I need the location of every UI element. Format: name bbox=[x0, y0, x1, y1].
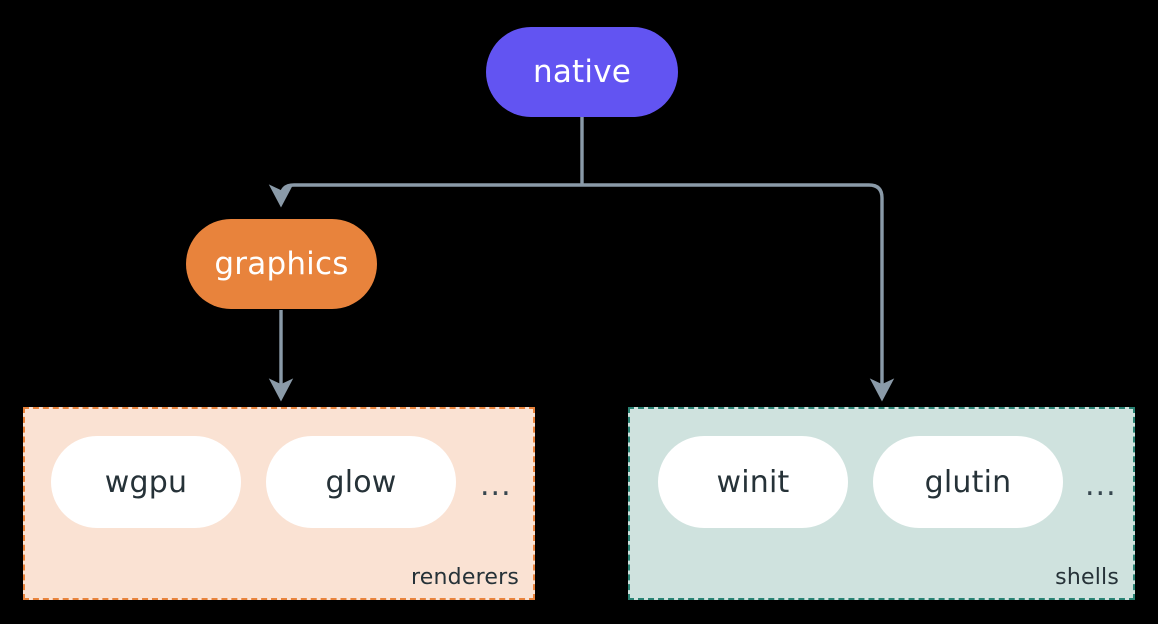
node-native-label: native bbox=[532, 54, 632, 90]
cluster-renderers-label: renderers bbox=[411, 565, 519, 590]
node-wgpu-label: wgpu bbox=[104, 464, 188, 500]
node-winit-label: winit bbox=[716, 464, 790, 500]
node-glutin[interactable]: glutin bbox=[873, 436, 1063, 528]
cluster-renderers: wgpu glow ... renderers bbox=[23, 407, 535, 600]
edge-native-to-shells bbox=[582, 183, 895, 402]
node-glow-label: glow bbox=[325, 464, 397, 500]
edge-native-to-graphics bbox=[268, 183, 582, 208]
renderers-ellipsis: ... bbox=[480, 468, 512, 503]
node-native[interactable]: native bbox=[486, 27, 678, 117]
cluster-shells: winit glutin ... shells bbox=[628, 407, 1135, 600]
node-glow[interactable]: glow bbox=[266, 436, 456, 528]
node-glutin-label: glutin bbox=[924, 464, 1012, 500]
node-wgpu[interactable]: wgpu bbox=[51, 436, 241, 528]
node-graphics-label: graphics bbox=[214, 246, 349, 282]
node-graphics[interactable]: graphics bbox=[186, 219, 377, 309]
shells-ellipsis: ... bbox=[1085, 468, 1117, 503]
cluster-shells-label: shells bbox=[1055, 565, 1119, 590]
node-winit[interactable]: winit bbox=[658, 436, 848, 528]
